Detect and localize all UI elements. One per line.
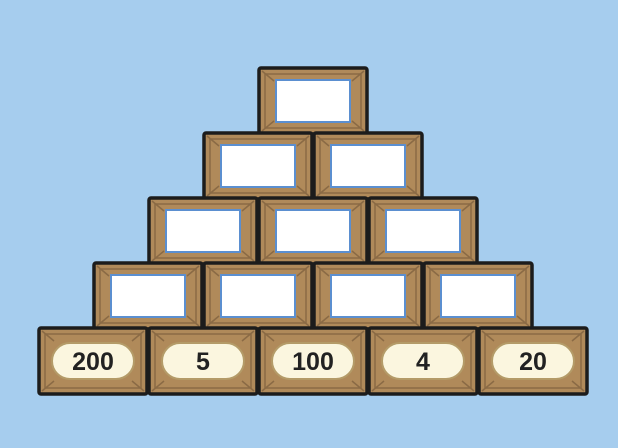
brick: [149, 198, 257, 264]
brick: [94, 263, 202, 329]
brick-number: 4: [416, 348, 430, 376]
brick: [314, 133, 422, 199]
answer-box[interactable]: [221, 275, 295, 317]
brick: [259, 68, 367, 134]
brick-number: 100: [292, 348, 334, 376]
brick: 20: [479, 328, 587, 394]
answer-box[interactable]: [276, 210, 350, 252]
answer-box[interactable]: [441, 275, 515, 317]
brick: [259, 198, 367, 264]
brick: [424, 263, 532, 329]
answer-box[interactable]: [386, 210, 460, 252]
answer-box[interactable]: [331, 275, 405, 317]
answer-box[interactable]: [276, 80, 350, 122]
brick-number: 200: [72, 348, 114, 376]
brick: [204, 263, 312, 329]
brick: 4: [369, 328, 477, 394]
brick: [204, 133, 312, 199]
answer-box[interactable]: [111, 275, 185, 317]
brick: 5: [149, 328, 257, 394]
answer-box[interactable]: [221, 145, 295, 187]
brick: 100: [259, 328, 367, 394]
brick: 200: [39, 328, 147, 394]
answer-box[interactable]: [331, 145, 405, 187]
answer-box[interactable]: [166, 210, 240, 252]
brick: [314, 263, 422, 329]
brick-number: 20: [519, 348, 547, 376]
brick-number: 5: [196, 348, 210, 376]
brick: [369, 198, 477, 264]
